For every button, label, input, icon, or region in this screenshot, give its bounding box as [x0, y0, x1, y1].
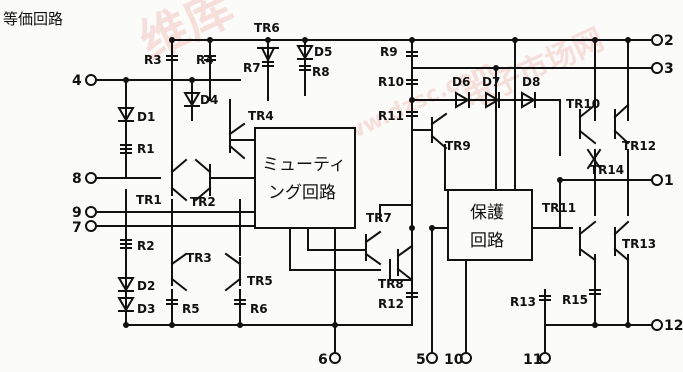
label-d3: D3: [137, 302, 155, 316]
label-tr7: TR7: [366, 211, 392, 225]
label-d1: D1: [137, 110, 155, 124]
label-tr12: TR12: [622, 139, 656, 153]
label-r6: R6: [250, 302, 268, 316]
label-r4: R4: [196, 53, 214, 67]
terminals: 4 8 9 7 2 3 1 12 6 5 10 11: [72, 33, 683, 368]
label-tr10: TR10: [566, 97, 600, 111]
svg-text:ング回路: ング回路: [268, 183, 336, 203]
label-d7: D7: [482, 75, 500, 89]
terminal-11: 11: [523, 352, 542, 367]
terminal-7: 7: [72, 220, 82, 236]
label-tr2: TR2: [190, 195, 216, 209]
component-labels: TR6 R3 R4 R7 D5 R8 D4 TR4 D1 R1 TR1 TR2 …: [136, 21, 656, 316]
diode-symbols: [117, 45, 536, 312]
svg-text:回路: 回路: [470, 231, 504, 251]
label-tr5: TR5: [247, 274, 273, 288]
circuit-wiring: [95, 39, 653, 356]
label-d5: D5: [314, 45, 332, 59]
label-r15: R15: [562, 293, 588, 307]
label-r7: R7: [243, 61, 261, 75]
label-d6: D6: [452, 75, 470, 89]
terminal-12: 12: [664, 318, 683, 334]
terminal-8: 8: [72, 171, 82, 187]
label-tr6: TR6: [254, 21, 280, 35]
terminal-5: 5: [416, 352, 426, 367]
label-tr8: TR8: [378, 277, 404, 291]
label-tr3: TR3: [186, 251, 212, 265]
label-r8: R8: [312, 65, 330, 79]
terminal-2: 2: [664, 33, 674, 49]
label-d8: D8: [522, 75, 540, 89]
label-r13: R13: [510, 295, 536, 309]
label-r12: R12: [378, 297, 404, 311]
terminal-10: 10: [444, 352, 464, 367]
label-tr9: TR9: [445, 139, 471, 153]
terminal-4: 4: [72, 73, 82, 89]
diagram-title: 等価回路: [3, 10, 63, 28]
label-tr1: TR1: [136, 193, 162, 207]
resistor-symbols: [120, 51, 601, 305]
label-r10: R10: [378, 75, 404, 89]
label-r5: R5: [182, 302, 200, 316]
label-tr13: TR13: [622, 237, 656, 251]
terminal-3: 3: [664, 61, 674, 77]
muting-circuit-block: ミューティ ング回路: [254, 127, 356, 229]
label-r9: R9: [380, 45, 398, 59]
label-r3: R3: [144, 53, 162, 67]
junction-dots: [123, 37, 631, 328]
terminal-6: 6: [318, 352, 328, 367]
protection-circuit-block: 保護 回路: [447, 189, 533, 261]
svg-text:ミューティ: ミューティ: [262, 155, 346, 175]
label-tr4: TR4: [248, 109, 274, 123]
label-d2: D2: [137, 279, 155, 293]
label-r2: R2: [137, 239, 155, 253]
transistor-symbols: [170, 46, 630, 292]
svg-text:保護: 保護: [470, 203, 504, 223]
label-tr11: TR11: [542, 201, 576, 215]
label-d4: D4: [200, 93, 218, 107]
terminal-9: 9: [72, 205, 82, 221]
terminal-1: 1: [664, 173, 674, 189]
label-r11: R11: [378, 109, 404, 123]
label-tr14: TR14: [590, 163, 624, 177]
label-r1: R1: [137, 142, 155, 156]
